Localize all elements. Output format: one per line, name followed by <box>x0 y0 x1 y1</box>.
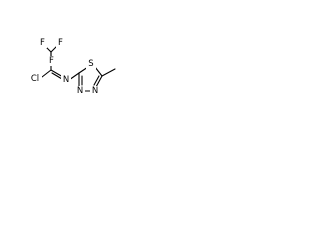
atom-n-ring-3: N <box>77 86 83 96</box>
bond-c-n-double-b <box>51 72 63 80</box>
atom-f-bottom: F <box>49 56 54 66</box>
atom-f-right: F <box>58 38 63 48</box>
atom-labels: F F F Cl N S N N <box>28 38 100 96</box>
bond-s-c5 <box>94 66 103 77</box>
bond-c-cl <box>41 69 52 78</box>
bond-c5-n4-double-b <box>93 75 100 86</box>
bonds <box>41 43 116 92</box>
atom-f-left: F <box>40 38 45 48</box>
atom-cl: Cl <box>31 74 39 84</box>
atom-n-imine: N <box>63 75 69 85</box>
bond-c5-n4-double-a <box>95 75 103 88</box>
atom-s-ring: S <box>88 59 93 69</box>
bond-c5-methyl <box>101 68 116 77</box>
molecule-structure: F F F Cl N S N N <box>28 38 116 96</box>
atom-n-ring-4: N <box>92 86 98 96</box>
